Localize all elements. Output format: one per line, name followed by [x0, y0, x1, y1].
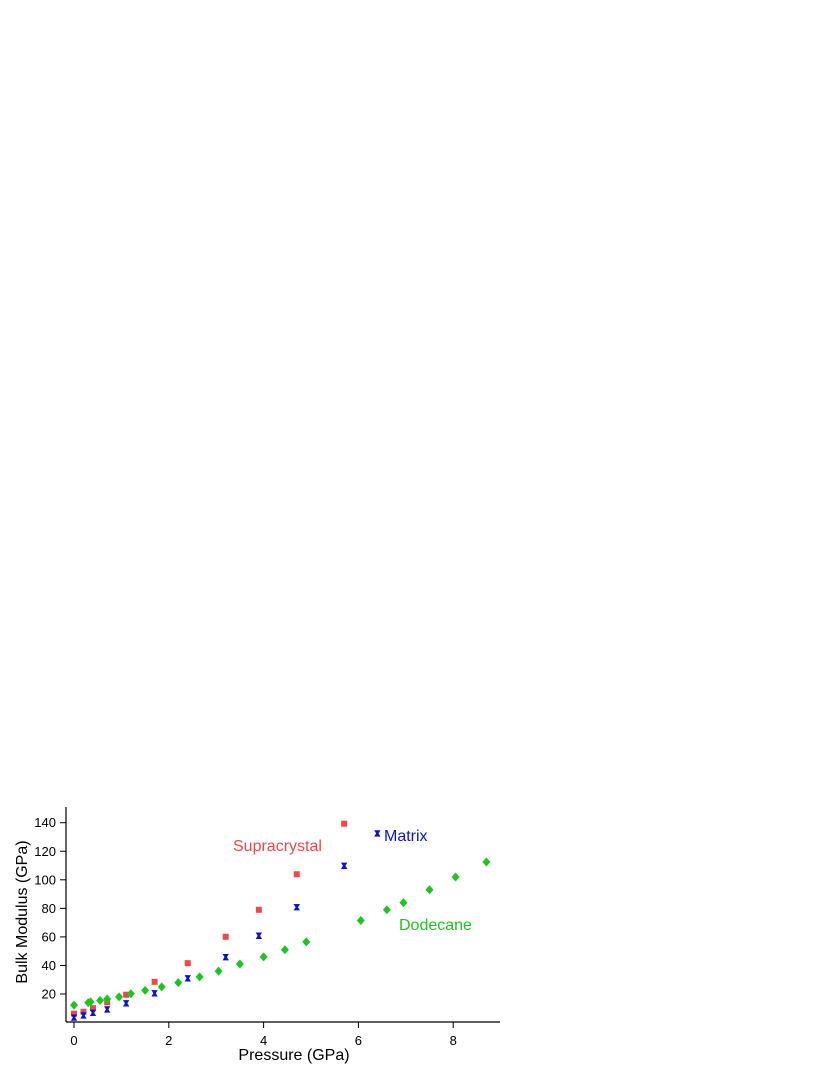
data-point-dodecane: [157, 982, 166, 992]
data-point-dodecane: [86, 997, 95, 1007]
series-label-dodecane: Dodecane: [399, 917, 472, 934]
series-label-supracrystal: Supracrystal: [233, 838, 322, 855]
data-point-dodecane: [482, 857, 491, 867]
data-point-matrix: [122, 1000, 130, 1007]
data-point-dodecane: [399, 898, 408, 908]
data-point-dodecane: [141, 985, 150, 995]
x-tick-label: 0: [70, 1033, 77, 1048]
data-point-dodecane: [96, 995, 105, 1005]
data-point-dodecane: [235, 959, 244, 969]
data-point-dodecane: [214, 966, 223, 976]
data-point-dodecane: [115, 992, 124, 1002]
x-tick-label: 2: [165, 1033, 172, 1048]
y-tick-label: 80: [42, 901, 56, 916]
data-point-dodecane: [195, 972, 204, 982]
data-point-matrix: [374, 830, 381, 837]
x-tick-label: 6: [355, 1033, 362, 1048]
x-tick-label: 4: [260, 1033, 267, 1048]
data-point-matrix: [89, 1009, 97, 1017]
y-tick-label: 140: [34, 815, 56, 830]
data-point-dodecane: [126, 989, 135, 999]
data-point-matrix: [70, 1014, 78, 1021]
y-tick-label: 60: [42, 929, 56, 944]
y-tick-label: 120: [34, 844, 56, 859]
data-point-dodecane: [103, 994, 112, 1004]
data-point-matrix: [255, 932, 263, 939]
data-point-supracrystal: [89, 1005, 96, 1012]
data-point-supracrystal: [123, 991, 130, 998]
data-point-dodecane: [356, 915, 365, 925]
data-point-matrix: [151, 990, 158, 997]
data-point-matrix: [184, 975, 191, 982]
data-point-matrix: [80, 1012, 87, 1019]
data-point-dodecane: [70, 1000, 78, 1010]
data-point-supracrystal: [293, 871, 300, 878]
x-axis-title: Pressure (GPa): [238, 1047, 349, 1064]
data-point-dodecane: [425, 885, 434, 895]
y-tick-label: 40: [42, 958, 56, 973]
data-point-supracrystal: [71, 1010, 77, 1017]
data-point-matrix: [340, 862, 348, 870]
data-point-supracrystal: [341, 820, 348, 827]
data-point-dodecane: [451, 872, 460, 882]
data-point-dodecane: [382, 905, 391, 915]
data-point-matrix: [293, 904, 300, 911]
axis-ticks: 0 2 4 6 8 20 40 60 80 100 120 140: [34, 815, 457, 1048]
data-point-dodecane: [302, 937, 311, 947]
x-tick-label: 8: [450, 1033, 457, 1048]
series-label-matrix: Matrix: [384, 828, 428, 845]
data-point-supracrystal: [255, 906, 262, 913]
plot-marks: [70, 820, 491, 1021]
data-point-dodecane: [259, 952, 268, 962]
y-axis-title: Bulk Modulus (GPa): [14, 840, 31, 983]
data-point-supracrystal: [184, 960, 191, 967]
data-point-matrix: [222, 953, 229, 961]
data-point-matrix: [103, 1006, 111, 1013]
data-point-supracrystal: [80, 1008, 87, 1015]
data-point-supracrystal: [151, 978, 158, 985]
y-tick-label: 100: [34, 872, 56, 887]
y-tick-label: 20: [42, 987, 56, 1002]
data-point-dodecane: [280, 945, 289, 955]
data-point-supracrystal: [222, 933, 229, 940]
data-point-dodecane: [174, 978, 183, 988]
